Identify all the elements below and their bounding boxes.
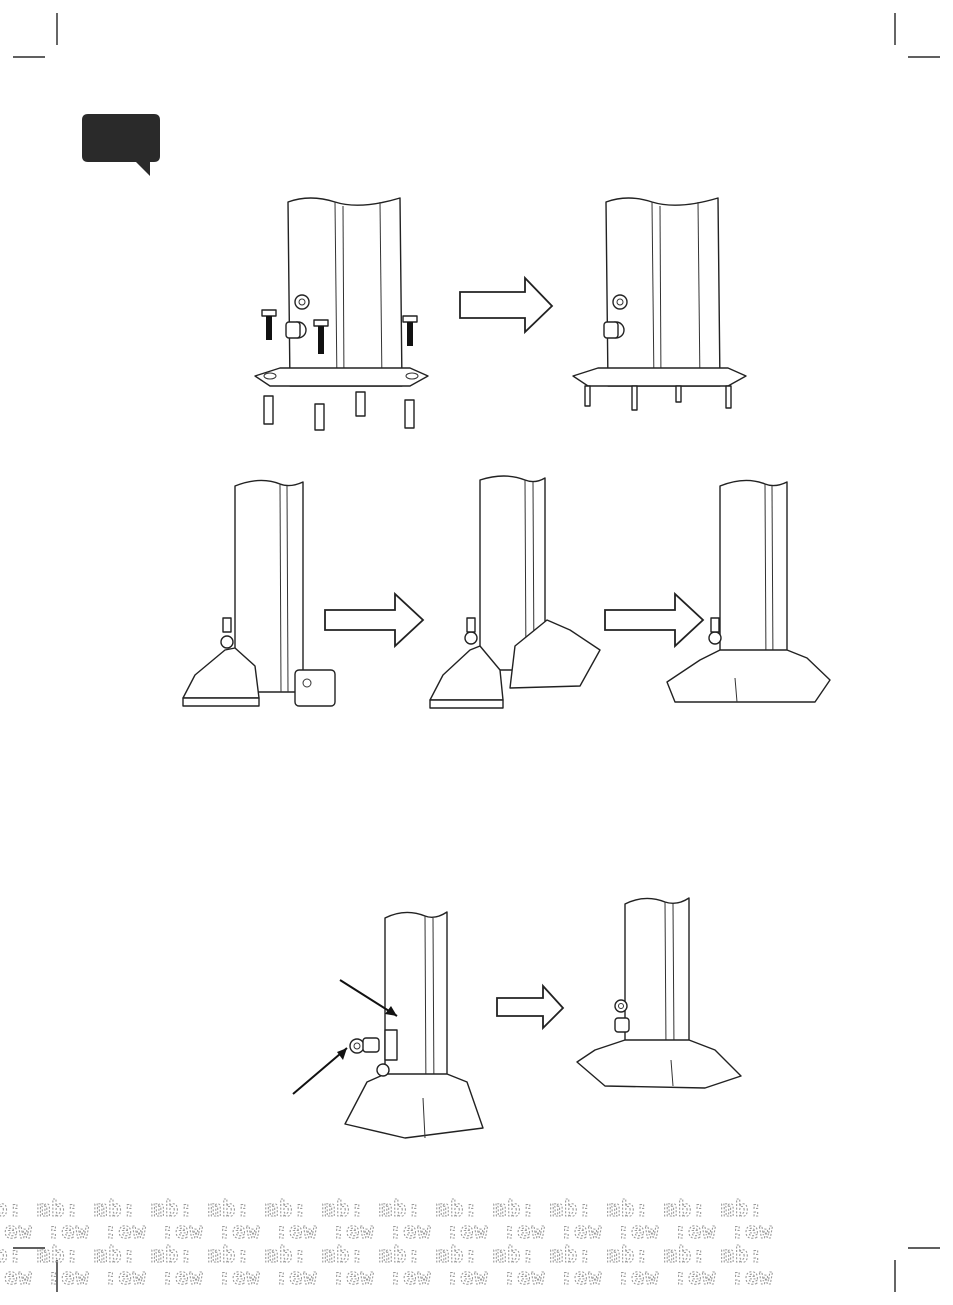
right-arrow-icon	[497, 986, 563, 1028]
right-arrow-icon	[460, 278, 552, 332]
bolt-icon	[262, 310, 276, 340]
svg-text::ew :ew :ew :ew :ew :ew :ew :e: :ew :ew :ew :ew :ew :ew :ew :ew :ew :ew …	[0, 1219, 773, 1244]
cover-stage-open	[183, 480, 335, 706]
svg-text::ew :ew :ew :ew :ew :ew :ew :e: :ew :ew :ew :ew :ew :ew :ew :ew :ew :ew …	[0, 1265, 773, 1290]
knob-stage-after	[577, 898, 741, 1088]
fig-baseplate-bolts	[240, 190, 770, 435]
fig-knob-attachment	[285, 890, 755, 1150]
knob-stage-before	[345, 912, 483, 1138]
cover-stage-half	[430, 476, 600, 708]
fig-cover-assembly	[175, 470, 840, 720]
pointer-arrow-icon	[293, 1048, 347, 1094]
right-arrow-icon	[325, 594, 423, 646]
bolt-icon	[403, 316, 417, 346]
right-arrow-icon	[605, 594, 703, 646]
post-assembled	[573, 198, 746, 410]
footer-watermark: mb: mb: mb: mb: mb: mb: mb: mb: mb: mb: …	[0, 1188, 953, 1305]
post-exploded	[255, 198, 428, 430]
cover-stage-closed	[667, 480, 830, 702]
step-badge	[80, 112, 162, 178]
